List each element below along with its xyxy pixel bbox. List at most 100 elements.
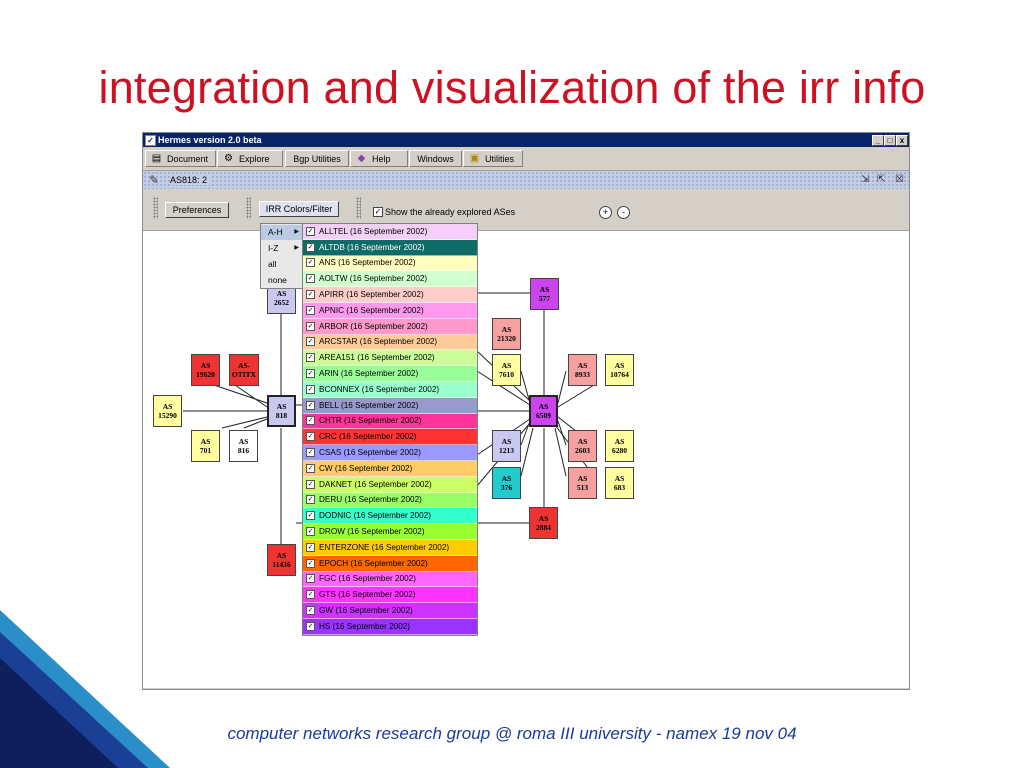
irr-registry-item[interactable]: ✓DAKNET (16 September 2002): [303, 476, 477, 493]
registry-checkbox[interactable]: ✓: [306, 353, 315, 363]
irr-registry-item[interactable]: ✓FGC (16 September 2002): [303, 571, 477, 588]
registry-checkbox[interactable]: ✓: [306, 384, 315, 394]
as-node-816[interactable]: AS 816: [229, 430, 258, 462]
as-node-376[interactable]: AS 376: [492, 467, 521, 499]
registry-checkbox[interactable]: ✓: [306, 527, 315, 537]
irr-registry-item[interactable]: ✓ENTERZONE (16 September 2002): [303, 539, 477, 556]
as-node-8933[interactable]: AS 8933: [568, 354, 597, 386]
submenu-item-i-z[interactable]: I-Z ▶: [261, 241, 302, 256]
menu-windows[interactable]: Windows: [409, 150, 462, 167]
registry-checkbox[interactable]: ✓: [306, 226, 315, 236]
irr-registry-item[interactable]: ✓CHTR (16 September 2002): [303, 413, 477, 430]
maximize-button[interactable]: □: [884, 135, 896, 146]
registry-checkbox[interactable]: ✓: [306, 495, 315, 505]
irr-registry-item[interactable]: ✓CW (16 September 2002): [303, 460, 477, 477]
registry-checkbox[interactable]: ✓: [306, 290, 315, 300]
restore-icon[interactable]: ⇲: [861, 174, 870, 185]
irr-registry-item[interactable]: ✓AREA151 (16 September 2002): [303, 350, 477, 367]
submenu-item-a-h[interactable]: A-H ▶: [261, 225, 302, 240]
menu-help[interactable]: ◆ Help: [350, 150, 408, 167]
as-node-11436[interactable]: AS 11436: [267, 544, 296, 576]
as-node-701[interactable]: AS 701: [191, 430, 220, 462]
irr-registry-item[interactable]: ✓ARBOR (16 September 2002): [303, 318, 477, 335]
registry-checkbox[interactable]: ✓: [306, 479, 315, 489]
preferences-button[interactable]: Preferences: [165, 202, 229, 218]
toolbar-grip[interactable]: [246, 197, 251, 219]
irr-registry-item[interactable]: ✓APIRR (16 September 2002): [303, 287, 477, 303]
irr-registry-item[interactable]: ✓ARCSTAR (16 September 2002): [303, 334, 477, 351]
registry-checkbox[interactable]: ✓: [306, 400, 315, 410]
as-node-683[interactable]: AS 683: [605, 467, 634, 499]
close-button[interactable]: x: [896, 135, 908, 146]
as-node-10764[interactable]: AS 10764: [605, 354, 634, 386]
irr-registry-item[interactable]: ✓CRC (16 September 2002): [303, 429, 477, 446]
as-node-2603[interactable]: AS 2603: [568, 430, 597, 462]
registry-checkbox[interactable]: ✓: [306, 274, 315, 284]
as-node-2884[interactable]: AS 2884: [529, 507, 558, 539]
registry-checkbox[interactable]: ✓: [306, 305, 315, 315]
menu-explore[interactable]: ⚙ Explore: [217, 150, 283, 167]
registry-checkbox[interactable]: ✓: [306, 369, 315, 379]
registry-checkbox[interactable]: ✓: [306, 606, 315, 616]
menu-utilities[interactable]: ▣ Utilities: [463, 150, 523, 167]
as-node-818[interactable]: AS 818: [267, 395, 296, 427]
registry-checkbox[interactable]: ✓: [306, 432, 315, 442]
as-node-7610[interactable]: AS 7610: [492, 354, 521, 386]
registry-checkbox[interactable]: ✓: [306, 242, 315, 252]
as-node-513[interactable]: AS 513: [568, 467, 597, 499]
as-node-21320[interactable]: AS 21320: [492, 318, 521, 350]
registry-checkbox[interactable]: ✓: [306, 574, 315, 584]
irr-registry-item[interactable]: ✓ALTDB (16 September 2002): [303, 239, 477, 256]
irr-registry-item[interactable]: ✓GTS (16 September 2002): [303, 587, 477, 604]
registry-checkbox[interactable]: ✓: [306, 558, 315, 568]
zoom-out-icon[interactable]: -: [617, 206, 630, 219]
toolbar-grip[interactable]: [153, 197, 158, 219]
irr-colors-filter-button[interactable]: IRR Colors/Filter: [259, 201, 339, 217]
as-node-number: 21320: [497, 334, 516, 343]
registry-checkbox[interactable]: ✓: [306, 416, 315, 426]
registry-checkbox[interactable]: ✓: [306, 337, 315, 347]
irr-registry-item[interactable]: ✓BELL (16 September 2002): [303, 397, 477, 414]
submenu-item-none[interactable]: none: [261, 273, 302, 288]
registry-checkbox[interactable]: ✓: [306, 258, 315, 268]
registry-checkbox[interactable]: ✓: [306, 590, 315, 600]
registry-checkbox[interactable]: ✓: [306, 511, 315, 521]
detach-icon[interactable]: ⇱: [877, 174, 886, 185]
registry-checkbox[interactable]: ✓: [306, 463, 315, 473]
irr-registry-item[interactable]: ✓CSAS (16 September 2002): [303, 445, 477, 461]
as-node-577[interactable]: AS 577: [530, 278, 559, 310]
registry-checkbox[interactable]: ✓: [306, 448, 315, 458]
document-tab[interactable]: ✎ AS818: 2 ⇲ ⇱ ☒: [143, 171, 909, 189]
as-node-6509[interactable]: AS 6509: [529, 395, 558, 427]
menu-document[interactable]: ▤ Document: [145, 150, 216, 167]
irr-registry-item[interactable]: ✓DODNIC (16 September 2002): [303, 508, 477, 525]
irr-registry-item[interactable]: ✓APNIC (16 September 2002): [303, 302, 477, 319]
irr-registry-item[interactable]: ✓EPOCH (16 September 2002): [303, 555, 477, 572]
close-tab-icon[interactable]: ☒: [895, 174, 904, 185]
as-node-6280[interactable]: AS 6280: [605, 430, 634, 462]
graph-canvas[interactable]: AS 2652 AS 577 5 AS 21320 AS 19620 AS- O…: [143, 231, 909, 688]
as-node-otitx[interactable]: AS- OTITX: [229, 354, 259, 386]
show-explored-checkbox[interactable]: ✓: [373, 207, 383, 217]
irr-registry-item[interactable]: ✓DERU (16 September 2002): [303, 492, 477, 509]
registry-checkbox[interactable]: ✓: [306, 542, 315, 552]
irr-registry-item[interactable]: ✓GW (16 September 2002): [303, 603, 477, 619]
menu-bgp-utilities[interactable]: Bgp Utilities: [285, 150, 349, 167]
submenu-item-all[interactable]: all: [261, 257, 302, 272]
irr-registry-item[interactable]: ✓AOLTW (16 September 2002): [303, 271, 477, 288]
irr-registry-item[interactable]: ✓ANS (16 September 2002): [303, 255, 477, 272]
registry-checkbox[interactable]: ✓: [306, 321, 315, 331]
irr-registry-item[interactable]: ✓HS (16 September 2002): [303, 618, 477, 635]
as-node-19620[interactable]: AS 19620: [191, 354, 220, 386]
minimize-button[interactable]: _: [872, 135, 884, 146]
registry-checkbox[interactable]: ✓: [306, 621, 315, 631]
irr-registry-item[interactable]: ✓ALLTEL (16 September 2002): [303, 224, 477, 240]
irr-registry-item[interactable]: ✓DROW (16 September 2002): [303, 524, 477, 540]
irr-registry-item[interactable]: ✓ARIN (16 September 2002): [303, 366, 477, 382]
as-node-1213[interactable]: AS 1213: [492, 430, 521, 462]
zoom-in-icon[interactable]: +: [599, 206, 612, 219]
toolbar-grip[interactable]: [356, 197, 361, 219]
hermes-window: ✓ Hermes version 2.0 beta _ □ x ▤ Docume…: [142, 132, 910, 690]
as-node-15290[interactable]: AS 15290: [153, 395, 182, 427]
irr-registry-item[interactable]: ✓BCONNEX (16 September 2002): [303, 381, 477, 398]
